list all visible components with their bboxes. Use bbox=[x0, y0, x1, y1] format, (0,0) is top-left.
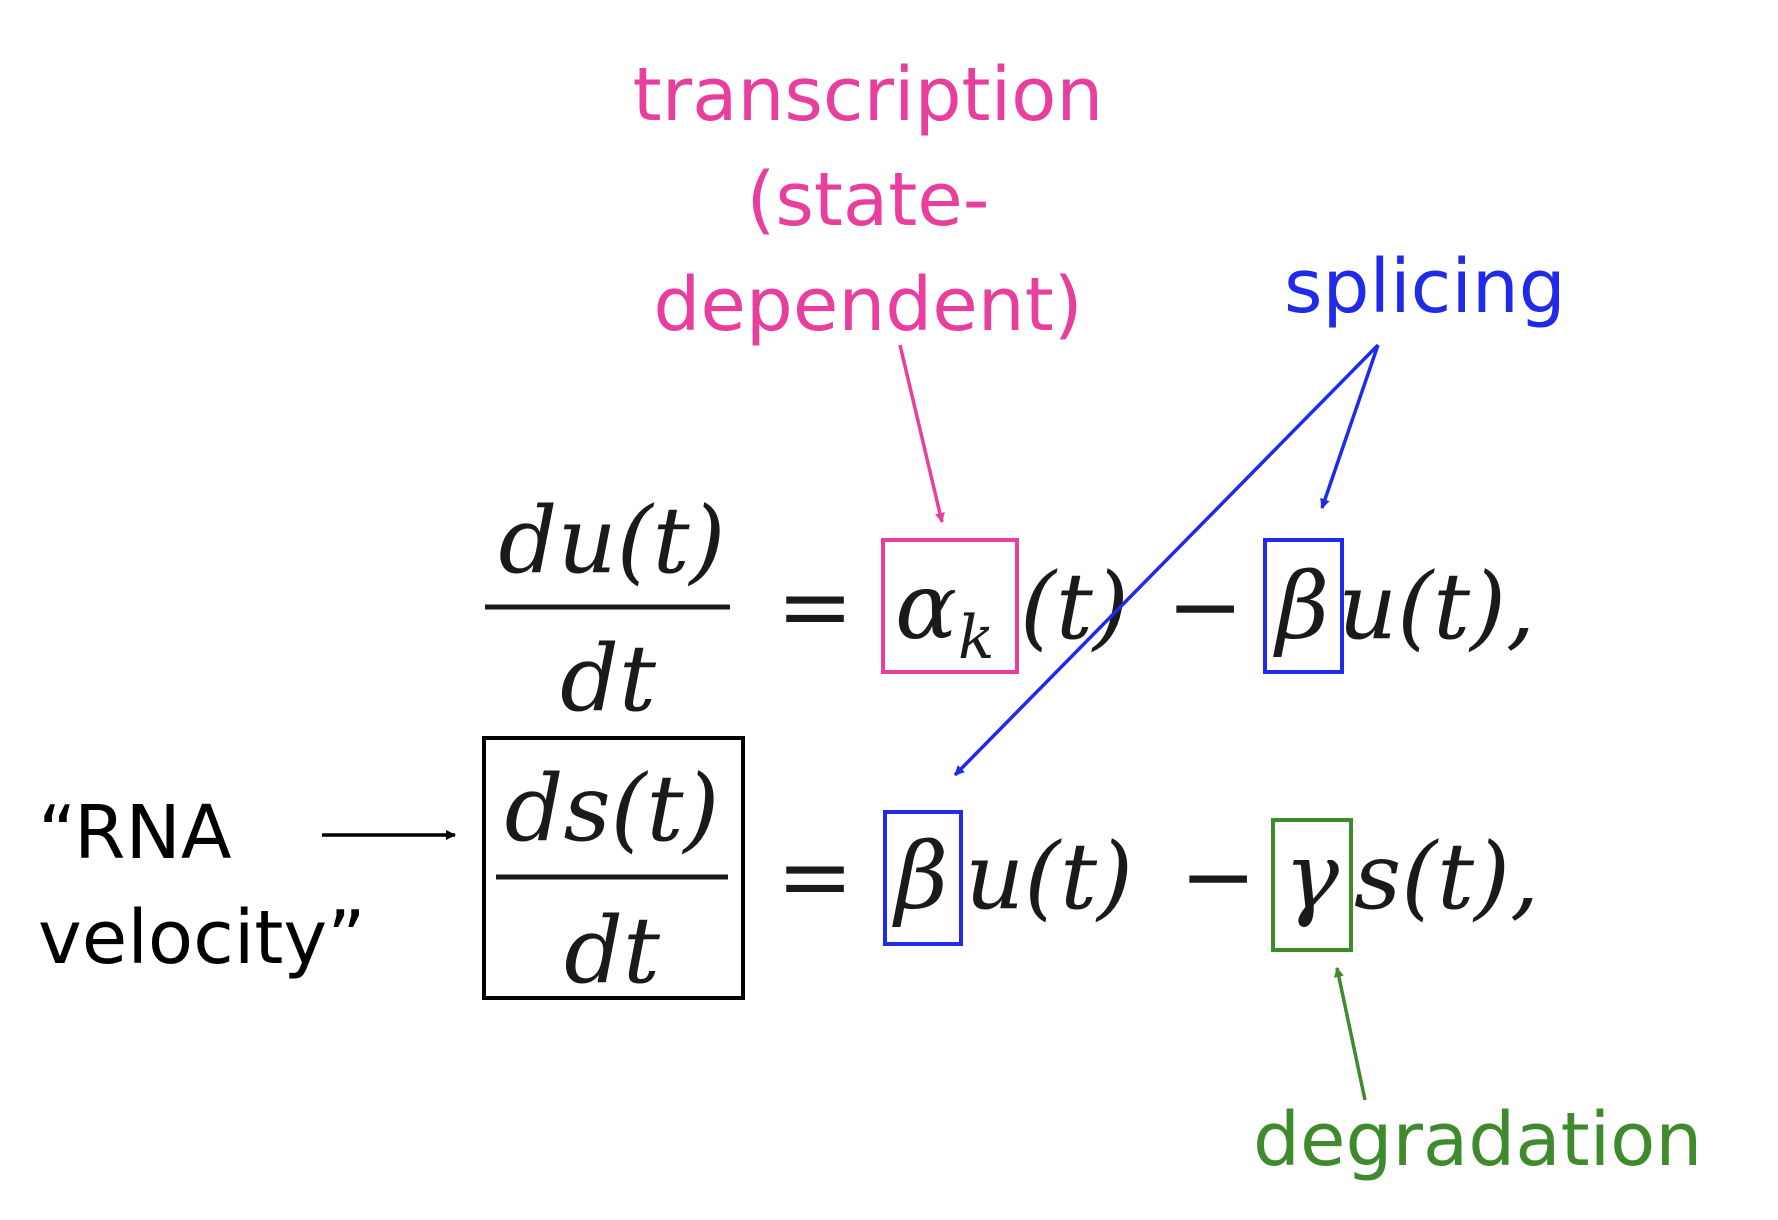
eq2-middle: u(t) bbox=[965, 823, 1133, 930]
transcription-arrow bbox=[898, 344, 945, 523]
rna-velocity-label-line-2: velocity” bbox=[38, 895, 366, 981]
eq1-after-alpha: (t) bbox=[1020, 553, 1129, 660]
beta-highlight-box-eq2 bbox=[883, 810, 963, 946]
transcription-label-line-2: (state- bbox=[746, 157, 990, 243]
rna-velocity-label-line-1: “RNA bbox=[38, 790, 232, 876]
eq2-gamma: γ bbox=[1284, 823, 1340, 930]
transcription-label-line-3: dependent) bbox=[653, 262, 1083, 348]
eq2-denominator: dt bbox=[564, 897, 661, 1004]
splicing-arrow-to-eq2 bbox=[953, 343, 1380, 777]
alpha-highlight-box bbox=[881, 538, 1019, 674]
eq2-numerator: ds(t) bbox=[505, 755, 720, 862]
eq1-numerator: du(t) bbox=[499, 487, 726, 594]
velocity-highlight-box bbox=[482, 736, 745, 1000]
degradation-label: degradation bbox=[1253, 1097, 1703, 1183]
eq2-tail: s(t), bbox=[1354, 823, 1539, 930]
transcription-label-line-1: transcription bbox=[632, 52, 1104, 138]
splicing-arrow-to-eq1 bbox=[1320, 344, 1380, 509]
eq1-equals: = bbox=[776, 553, 853, 660]
degradation-arrow bbox=[1333, 967, 1367, 1101]
eq2-minus: − bbox=[1179, 823, 1256, 930]
eq1-alpha: α bbox=[895, 553, 957, 660]
eq1-beta: β bbox=[1273, 553, 1329, 660]
gamma-highlight-box bbox=[1271, 818, 1353, 952]
beta-highlight-box-eq1 bbox=[1263, 538, 1344, 674]
eq2-equals: = bbox=[776, 823, 853, 930]
eq1-tail: u(t), bbox=[1338, 553, 1535, 660]
eq1-minus: − bbox=[1166, 553, 1243, 660]
eq1-denominator: dt bbox=[560, 625, 657, 732]
splicing-label: splicing bbox=[1284, 244, 1566, 330]
eq1-alpha-subscript: k bbox=[958, 603, 994, 673]
eq2-beta: β bbox=[892, 823, 948, 930]
